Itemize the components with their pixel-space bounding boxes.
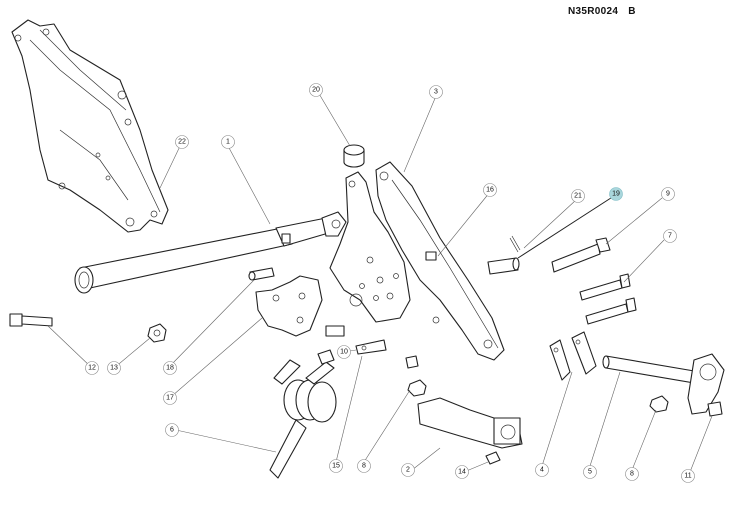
callout-6: 6 <box>165 423 179 437</box>
callout-10: 10 <box>337 345 351 359</box>
part-3-main-plate <box>329 161 505 361</box>
callout-5: 5 <box>583 465 597 479</box>
callout-8a: 8 <box>357 459 371 473</box>
reference-number: N35R0024 <box>568 6 619 17</box>
callouts: 1 2 3 4 5 6 7 8 8 9 10 11 12 13 14 15 16… <box>85 83 695 483</box>
callout-13: 13 <box>107 361 121 375</box>
svg-text:19: 19 <box>612 191 620 198</box>
svg-text:12: 12 <box>88 365 96 372</box>
part-10-15-hardware <box>317 325 427 397</box>
part-22-upright-bracket <box>11 19 169 233</box>
part-7-bolts <box>579 273 637 325</box>
part-6-torsion-spring <box>269 359 337 479</box>
callout-1: 1 <box>221 135 235 149</box>
part-8-11-hardware-right <box>649 395 723 417</box>
svg-text:4: 4 <box>540 467 544 474</box>
svg-text:5: 5 <box>588 469 592 476</box>
callout-11: 11 <box>681 469 695 483</box>
svg-text:16: 16 <box>486 187 494 194</box>
callout-17: 17 <box>163 391 177 405</box>
callout-7: 7 <box>663 229 677 243</box>
part-1-hydraulic-cylinder <box>74 211 347 294</box>
svg-text:15: 15 <box>332 463 340 470</box>
svg-text:7: 7 <box>668 233 672 240</box>
callout-14: 14 <box>455 465 469 479</box>
svg-text:9: 9 <box>666 191 670 198</box>
part-17-small-bracket <box>255 275 323 337</box>
svg-text:14: 14 <box>458 469 466 476</box>
part-21-split-pin <box>509 235 521 253</box>
part-19-clevis-pin <box>487 257 520 275</box>
leader-lines <box>47 91 713 473</box>
callout-3: 3 <box>429 85 443 99</box>
callout-18: 18 <box>163 361 177 375</box>
part-18-pin <box>248 267 275 281</box>
callout-21: 21 <box>571 189 585 203</box>
callout-9: 9 <box>661 187 675 201</box>
callout-16: 16 <box>483 183 497 197</box>
svg-text:13: 13 <box>110 365 118 372</box>
drawing-reference-code: N35R0024 B <box>568 6 636 17</box>
part-20-bushing <box>343 144 365 168</box>
revision-letter: B <box>628 6 636 17</box>
svg-text:22: 22 <box>178 139 186 146</box>
callout-8b: 8 <box>625 467 639 481</box>
callout-2: 2 <box>401 463 415 477</box>
part-4-spacer-plates <box>549 331 597 381</box>
part-12-bolt <box>9 313 53 327</box>
callout-19-highlighted: 19 <box>609 187 623 201</box>
part-14-grease-nipple <box>485 451 501 465</box>
callout-22: 22 <box>175 135 189 149</box>
part-2-lever-arm <box>417 397 523 449</box>
part-9-long-bolt <box>551 237 611 273</box>
svg-text:20: 20 <box>312 87 320 94</box>
callout-12: 12 <box>85 361 99 375</box>
svg-text:11: 11 <box>684 473 691 480</box>
svg-text:8: 8 <box>362 463 366 470</box>
part-5-shaft <box>602 353 725 415</box>
callout-4: 4 <box>535 463 549 477</box>
svg-text:2: 2 <box>406 467 410 474</box>
callout-20: 20 <box>309 83 323 97</box>
svg-text:6: 6 <box>170 427 174 434</box>
svg-text:18: 18 <box>166 365 174 372</box>
svg-text:1: 1 <box>226 139 230 146</box>
svg-text:3: 3 <box>434 89 438 96</box>
callout-15: 15 <box>329 459 343 473</box>
svg-text:8: 8 <box>630 471 634 478</box>
part-13-nut <box>147 323 167 343</box>
svg-text:21: 21 <box>574 193 582 200</box>
svg-text:10: 10 <box>340 349 348 356</box>
svg-text:17: 17 <box>166 395 174 402</box>
